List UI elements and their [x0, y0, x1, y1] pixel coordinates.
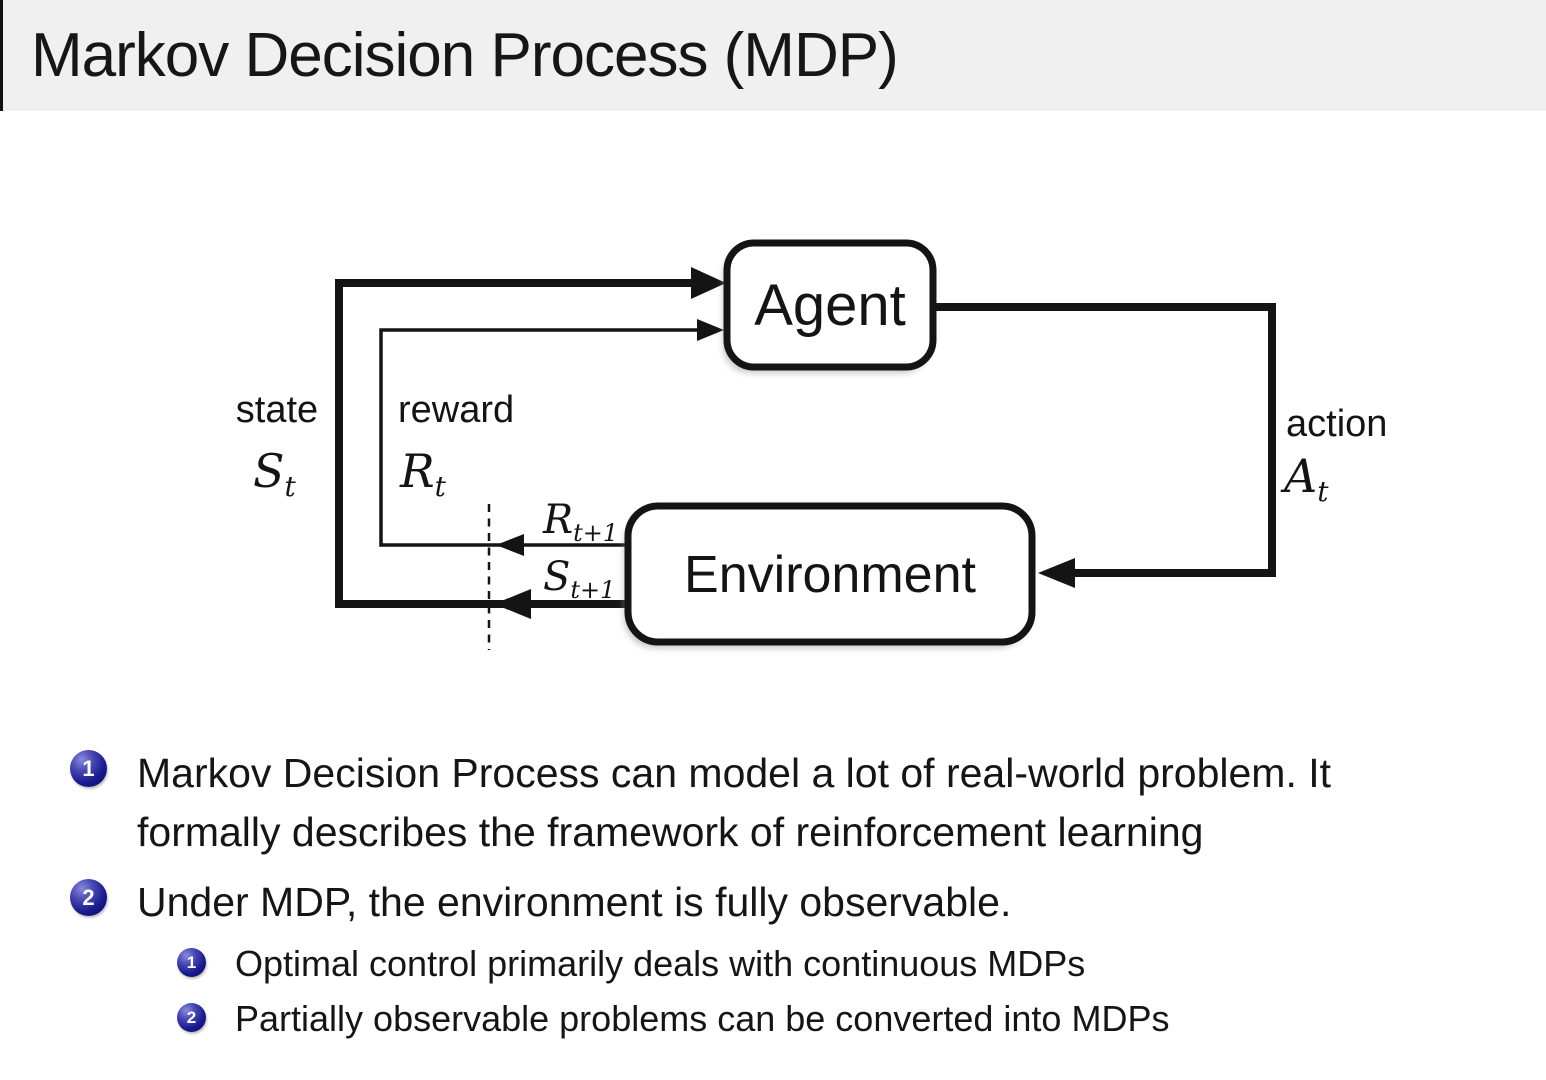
bullet-item-2-line-1: Under MDP, the environment is fully obse… — [137, 879, 1012, 925]
action-into-environment-arrowhead — [1038, 558, 1075, 588]
state-symbol: St — [253, 444, 297, 503]
agent-label: Agent — [754, 273, 906, 338]
sub-enum-badge-1: 1 — [177, 948, 206, 977]
bullet-item-1-line-1: Markov Decision Process can model a lot … — [137, 750, 1332, 796]
state-into-agent-arrowhead — [691, 267, 726, 299]
bullet-item-2: Under MDP, the environment is fully obse… — [137, 873, 1011, 932]
slide-header: Markov Decision Process (MDP) — [0, 0, 1546, 111]
sub-enum-badge-2: 2 — [177, 1003, 206, 1032]
state-loop-line — [335, 279, 694, 608]
agent-box — [723, 239, 937, 371]
mdp-loop-diagram: Agent Environment state St reward Rt act… — [236, 239, 1387, 650]
reward-into-agent-arrowhead — [697, 319, 724, 341]
action-label: action — [1286, 403, 1387, 445]
next-state-arrowhead — [494, 589, 531, 619]
bullet-item-1-line-2: formally describes the framework of rein… — [137, 809, 1204, 855]
bullet-item-1: Markov Decision Process can model a lot … — [137, 744, 1331, 862]
environment-box — [624, 502, 1036, 646]
state-label: state — [236, 389, 318, 431]
header-left-edge — [0, 0, 3, 111]
enum-badge-1: 1 — [70, 750, 107, 787]
reward-label: reward — [398, 389, 514, 431]
reward-symbol: Rt — [399, 444, 447, 503]
sub-bullet-item-1: Optimal control primarily deals with con… — [235, 943, 1086, 984]
next-reward-symbol: Rt+1 — [542, 497, 618, 547]
environment-label: Environment — [684, 546, 976, 604]
next-state-symbol: St+1 — [543, 554, 615, 604]
slide-title: Markov Decision Process (MDP) — [31, 21, 899, 90]
action-line — [933, 303, 1276, 577]
sub-bullet-list: Optimal control primarily deals with con… — [235, 936, 1169, 1046]
enum-badge-2: 2 — [70, 879, 107, 916]
sub-bullet-item-2: Partially observable problems can be con… — [235, 998, 1170, 1039]
next-reward-arrowhead — [496, 534, 524, 556]
action-symbol: At — [1280, 449, 1329, 508]
